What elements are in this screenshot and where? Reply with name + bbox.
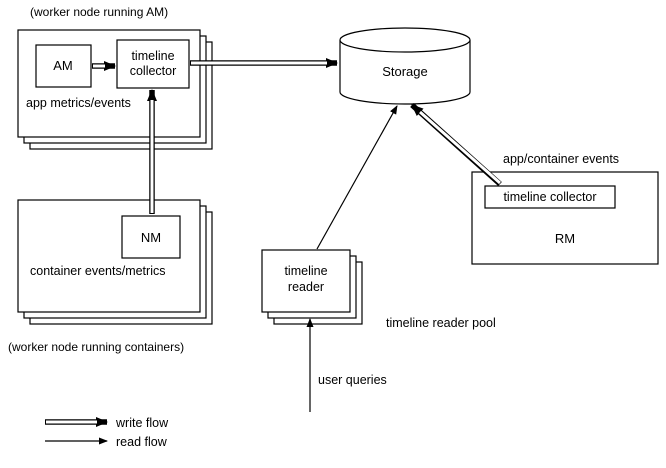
container-events-metrics-label: container events/metrics	[30, 264, 165, 278]
legend-read-flow-label: read flow	[116, 435, 168, 449]
am-timeline-collector-box	[116, 39, 190, 89]
storage-body	[339, 40, 471, 105]
rm-node	[471, 171, 659, 265]
rm-label: RM	[555, 231, 575, 246]
worker-containers-caption: (worker node running containers)	[8, 340, 184, 354]
am-timeline-collector-label-line1: timeline	[131, 49, 174, 63]
am-box	[35, 44, 92, 88]
timeline-reader-label-line2: reader	[288, 280, 324, 294]
user-queries-label: user queries	[318, 373, 387, 387]
timeline-reader-pool-label: timeline reader pool	[386, 316, 496, 330]
timeline-reader-label-line1: timeline	[284, 264, 327, 278]
storage-top	[339, 27, 471, 53]
am-label: AM	[53, 58, 73, 73]
storage-label: Storage	[382, 64, 428, 79]
rm-timeline-collector-label: timeline collector	[503, 190, 596, 204]
am-timeline-collector-label-line2: collector	[130, 64, 177, 78]
read-arrow-reader-to-storage	[316, 105, 398, 250]
legend	[45, 417, 108, 445]
app-container-events-label: app/container events	[503, 152, 619, 166]
worker-am-caption: (worker node running AM)	[30, 5, 168, 19]
nm-label: NM	[141, 230, 161, 245]
storage-cylinder	[339, 27, 471, 105]
am-worker-node-stack	[17, 29, 213, 150]
write-arrow-rm-to-storage	[410, 102, 502, 187]
timeline-reader-stack	[261, 249, 363, 325]
legend-write-flow-label: write flow	[115, 416, 169, 430]
nm-box	[121, 215, 181, 259]
reader-stack-layer-front	[261, 249, 351, 313]
app-metrics-events-label: app metrics/events	[26, 96, 131, 110]
rm-timeline-collector-box	[484, 185, 616, 209]
container-worker-node-stack	[17, 199, 213, 325]
